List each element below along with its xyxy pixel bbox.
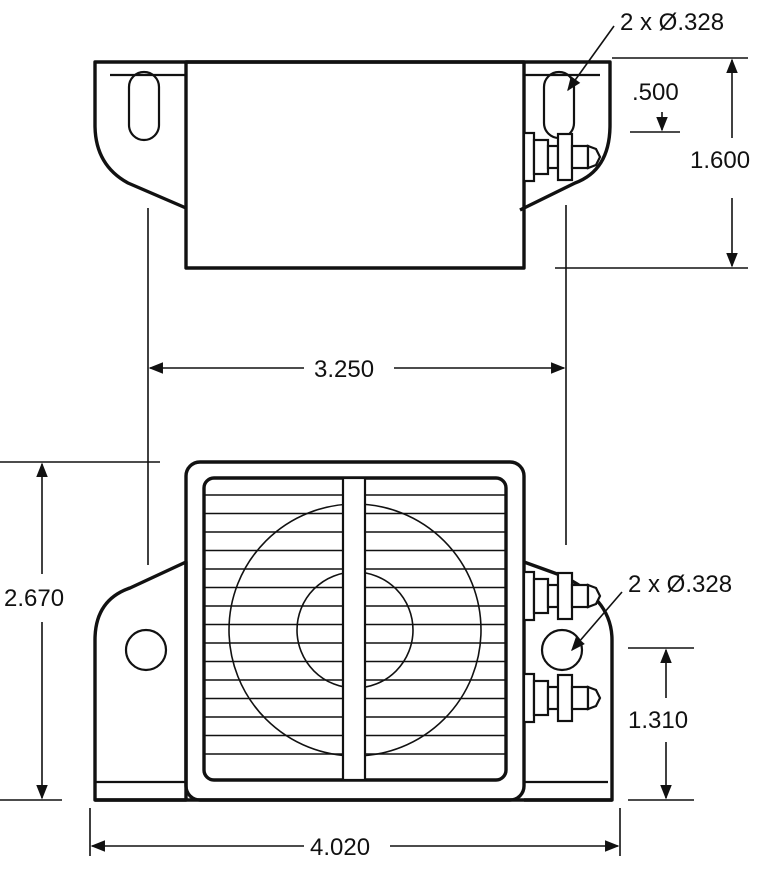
top-height-label: 1.600 bbox=[690, 147, 750, 174]
front-view bbox=[93, 460, 614, 802]
speaker-grill bbox=[202, 476, 508, 782]
front-left-hole bbox=[124, 628, 168, 672]
front-terminal-lower bbox=[522, 672, 602, 724]
front-height-label: 2.670 bbox=[4, 585, 64, 612]
dimension-labels: 2 x Ø.328 .500 1.600 3.250 2.670 2 x Ø.3… bbox=[4, 9, 750, 861]
top-hole-note: 2 x Ø.328 bbox=[620, 9, 724, 36]
top-slot-height-label: .500 bbox=[632, 79, 679, 106]
top-right-slot bbox=[542, 70, 576, 140]
top-left-slot bbox=[127, 70, 161, 142]
hole-height-label: 1.310 bbox=[628, 707, 688, 734]
front-flange-outline bbox=[93, 560, 188, 802]
overall-width-label: 4.020 bbox=[310, 834, 370, 861]
top-body bbox=[184, 60, 526, 270]
mount-spacing-label: 3.250 bbox=[314, 356, 374, 383]
top-terminal bbox=[522, 131, 602, 183]
front-terminal-upper bbox=[522, 570, 602, 622]
front-hole-note: 2 x Ø.328 bbox=[628, 571, 732, 598]
front-right-hole bbox=[540, 628, 584, 672]
dimension-lines bbox=[0, 25, 748, 856]
top-view bbox=[93, 60, 612, 270]
grill-center-bar bbox=[341, 476, 367, 782]
